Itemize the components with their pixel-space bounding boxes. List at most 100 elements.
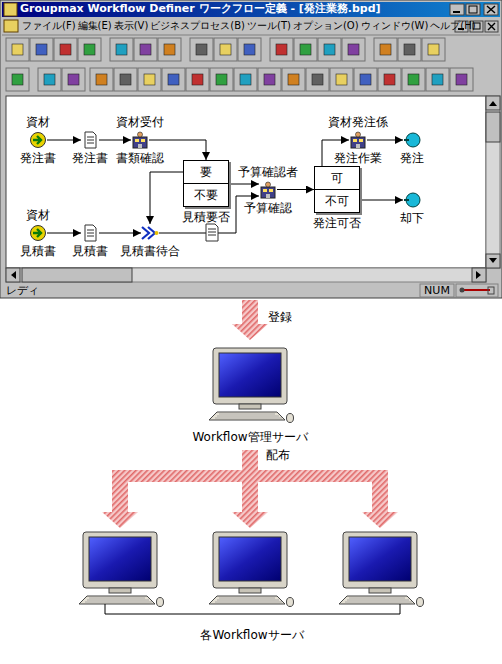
window-frame [0, 0, 502, 298]
toolbar-glyph [44, 74, 55, 85]
toolbar-glyph [240, 74, 251, 85]
task-node: 予算確認者予算確認 [237, 165, 299, 215]
document-icon [206, 224, 218, 241]
toolbar-glyph [408, 74, 419, 85]
toolbar-glyph [276, 44, 287, 55]
toolbar-button [158, 38, 181, 61]
node-icon [141, 224, 159, 242]
decision-cell: 可 [315, 167, 359, 189]
node-icon [81, 131, 99, 149]
start-node: 資材見積書 [19, 208, 57, 258]
computer [79, 532, 164, 607]
menu-item: ウィンドウ(W) [361, 19, 429, 33]
toolbar-glyph [404, 44, 415, 55]
toolbar-button [374, 38, 397, 61]
toolbar-glyph [144, 74, 155, 85]
toolbar-glyph [348, 44, 359, 55]
toolbar-button [54, 38, 77, 61]
toolbar-glyph [84, 44, 95, 55]
decision-node: 可不可発注可否 [312, 165, 362, 230]
doc-icon [4, 20, 18, 32]
toolbar-button [214, 38, 237, 61]
toolbar-button [6, 68, 29, 91]
merge-node: 見積書待合 [119, 222, 181, 258]
toolbar-button [422, 38, 445, 61]
toolbar-button [6, 38, 29, 61]
connector [150, 172, 183, 224]
node-icon [29, 224, 47, 242]
menu-item: オプション(O) [293, 19, 359, 33]
connector [229, 184, 259, 185]
toolbar-button [398, 38, 421, 61]
toolbar-glyph [312, 74, 323, 85]
node-icon [403, 131, 421, 149]
toolbar-button [450, 68, 473, 91]
menu-item: ビジネスプロセス(B) [150, 19, 245, 33]
node-label: 却下 [399, 211, 425, 225]
menu-bar: ファイル(F)編集(E)表示(V)ビジネスプロセス(B)ツール(T)オプション(… [22, 19, 476, 33]
node-icon [349, 131, 367, 149]
toolbar-glyph [192, 74, 203, 85]
toolbar [6, 38, 473, 91]
caption: 登録 [268, 310, 292, 325]
title-buttons [450, 4, 498, 15]
node-label: 発注作業 [333, 151, 383, 165]
node-icon [131, 131, 149, 149]
toolbar-glyph [264, 74, 275, 85]
decision-cell: 不可 [315, 189, 359, 212]
document-node: 発注書 [71, 129, 109, 165]
toolbar-button [318, 38, 341, 61]
connector [360, 200, 403, 201]
decision-node: 要不要見積要否 [181, 159, 231, 224]
node-label: 発注可否 [312, 216, 362, 230]
toolbar-button [162, 68, 185, 91]
node-label: 予算確認 [243, 201, 293, 215]
title-bar [2, 2, 500, 17]
menu-item: ファイル(F) [22, 19, 76, 33]
decision-cell: 要 [184, 161, 228, 183]
node-label: 資材受付 [115, 115, 165, 129]
toolbar-button [138, 68, 161, 91]
toolbar-button [342, 38, 365, 61]
computer [209, 532, 294, 607]
computer [339, 532, 424, 607]
toolbar-button [238, 38, 261, 61]
start-node: 資材発注書 [19, 115, 57, 165]
toolbar-button [282, 68, 305, 91]
toolbar-glyph [12, 44, 23, 55]
connector [99, 140, 131, 141]
canvas [6, 96, 486, 268]
toolbar-glyph [216, 74, 227, 85]
toolbar-glyph [244, 44, 255, 55]
separator [2, 35, 500, 36]
toolbar-button [110, 38, 133, 61]
connector [47, 233, 81, 234]
node-label: 発注書 [19, 151, 57, 165]
toolbar-button [114, 68, 137, 91]
toolbar-glyph [324, 44, 335, 55]
end-node: 発注 [399, 129, 425, 165]
toolbar-button [186, 68, 209, 91]
scrollbars [6, 96, 500, 282]
connector [277, 189, 314, 190]
computer [209, 348, 294, 423]
toolbar-glyph [384, 74, 395, 85]
toolbar-glyph [12, 74, 23, 85]
decision-cell: 不要 [184, 183, 228, 206]
toolbar-glyph [432, 74, 443, 85]
toolbar-glyph [60, 44, 71, 55]
toolbar-glyph [220, 44, 231, 55]
window-title: Groupmax Workflow Definer ワークフロー定義 - [発注… [20, 2, 381, 16]
flow-arrow [102, 300, 398, 528]
connector [367, 140, 403, 141]
node-icon [81, 224, 99, 242]
caption: Workflow管理サーバ [192, 430, 307, 445]
task-node: 資材受付書類確認 [115, 115, 165, 165]
toolbar-glyph [428, 44, 439, 55]
menu-item: ツール(T) [247, 19, 291, 33]
decision-box: 可不可 [314, 166, 360, 213]
status-text: NUM [424, 284, 450, 297]
toolbar-button [258, 68, 281, 91]
